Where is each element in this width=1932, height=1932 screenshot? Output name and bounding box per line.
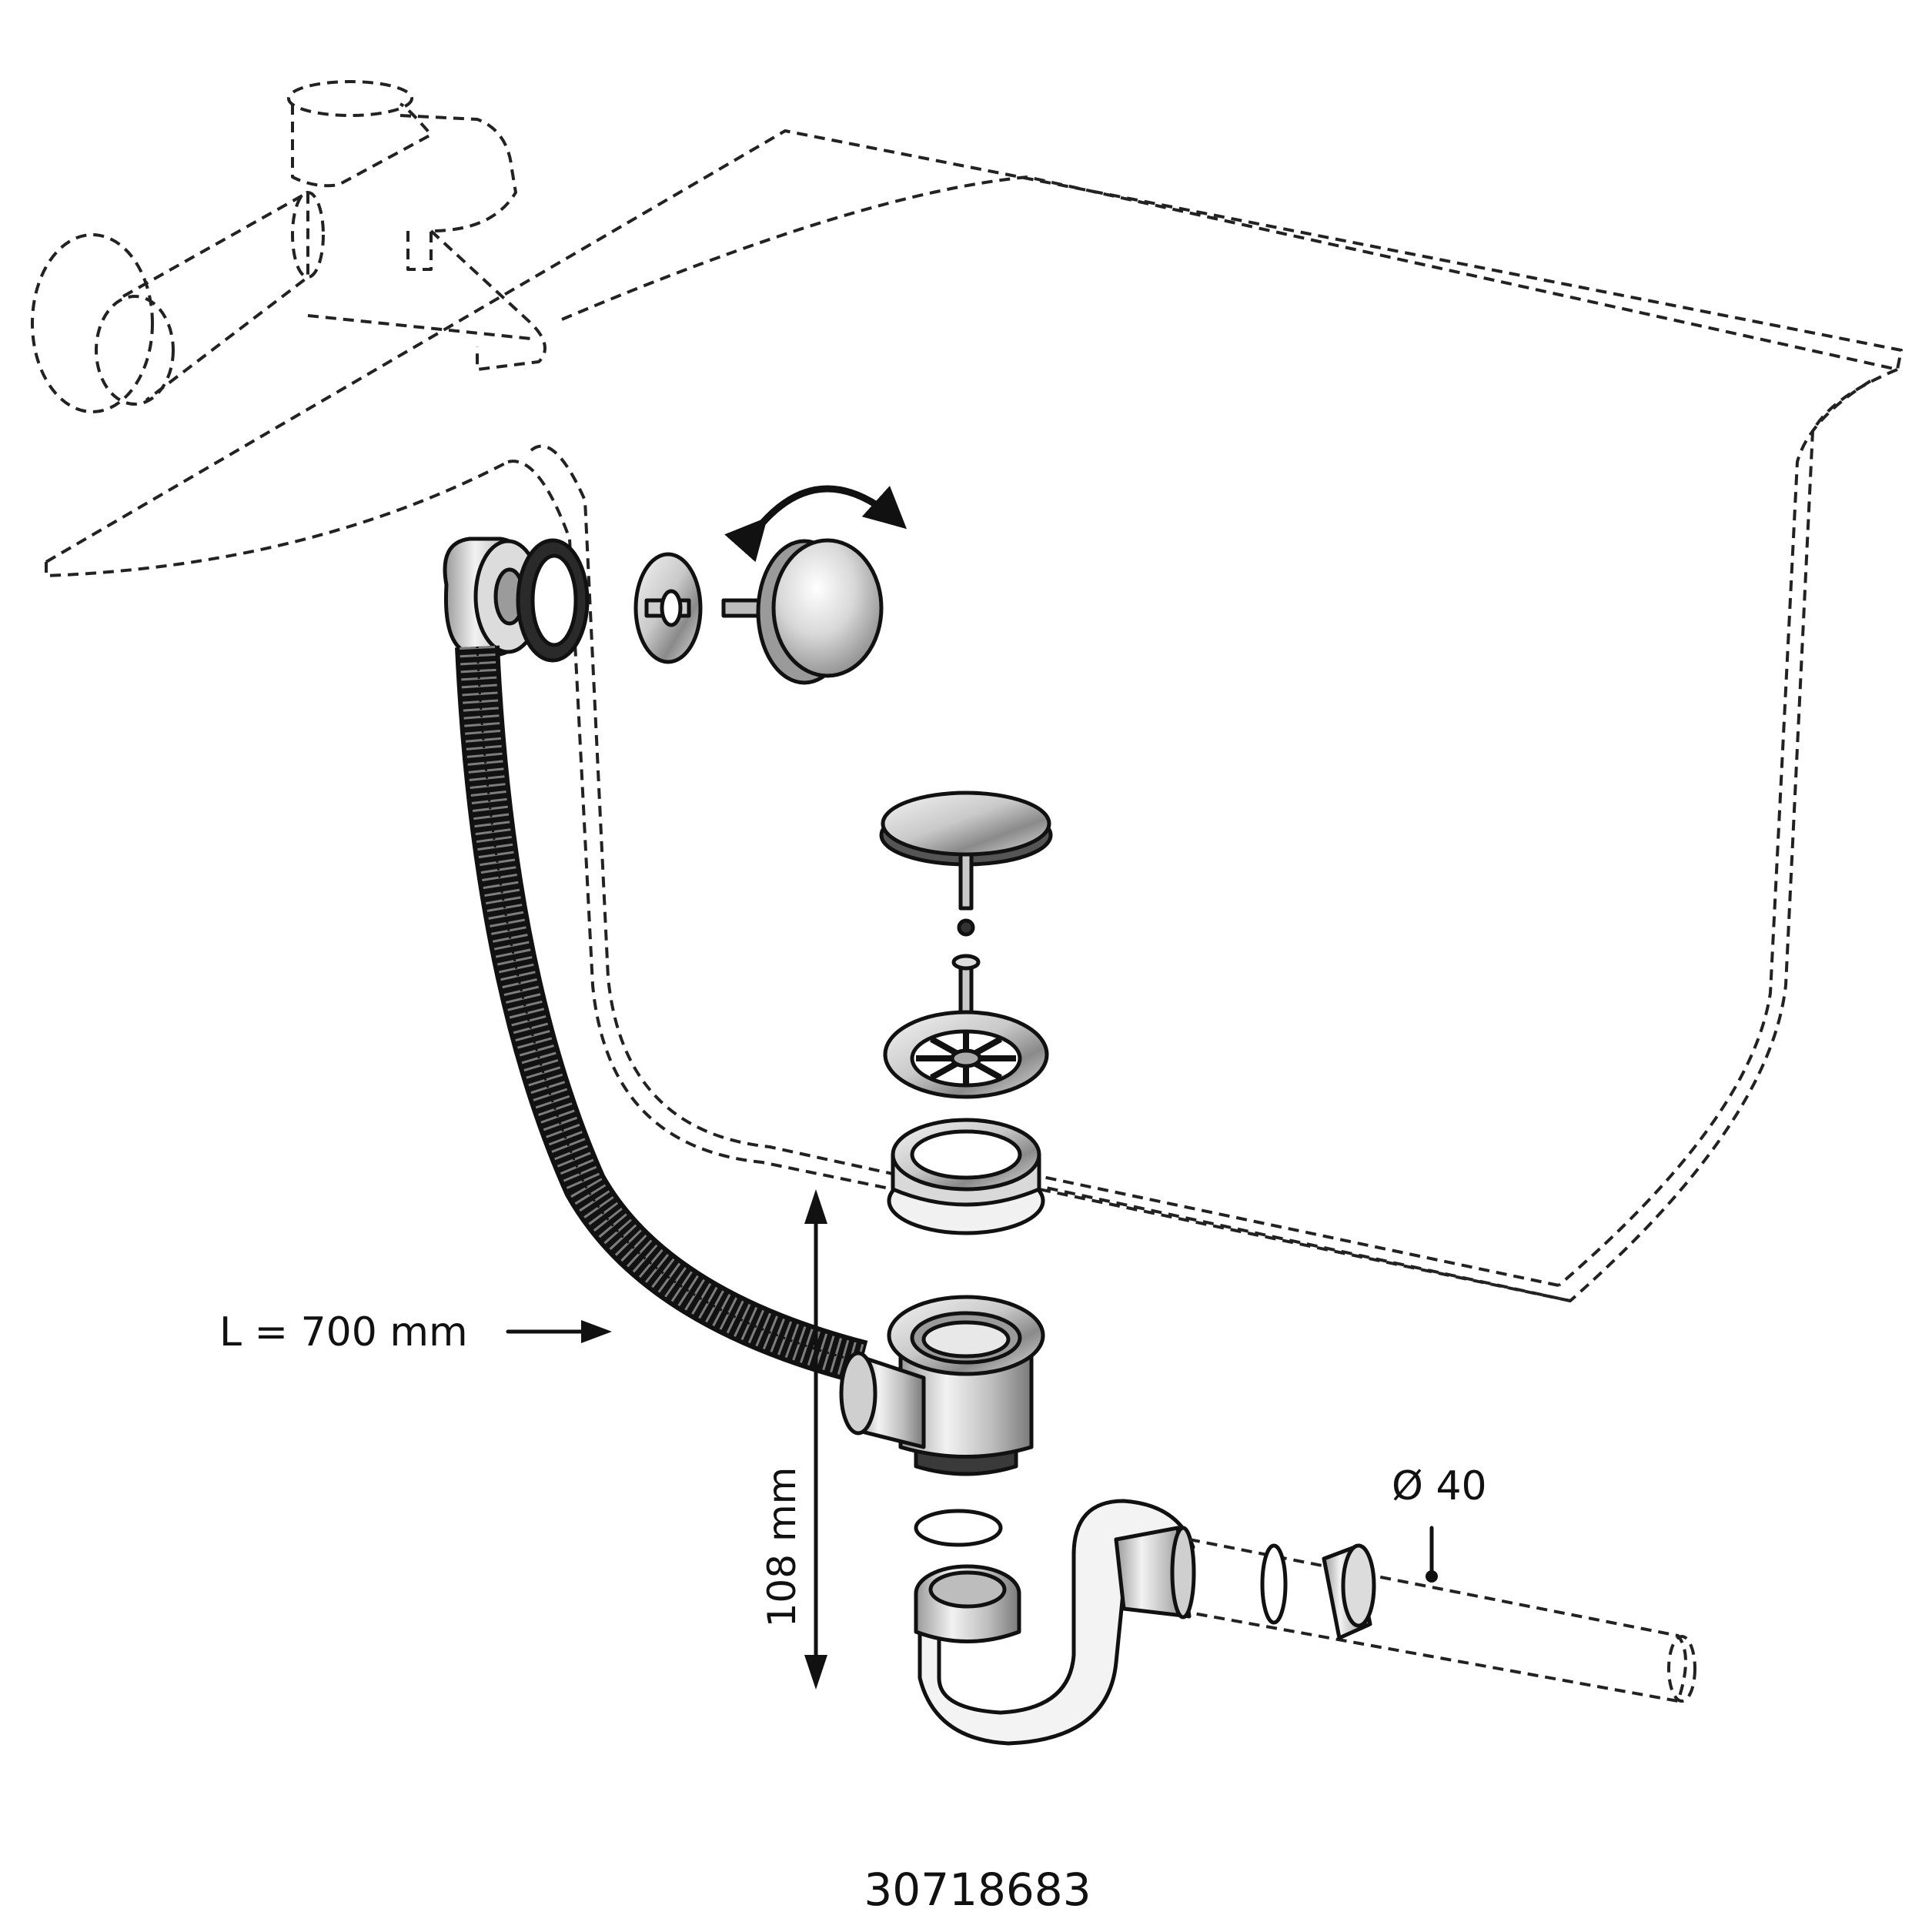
compression-nut bbox=[1322, 1543, 1376, 1640]
hose-length-callout: L = 700 mm bbox=[219, 1309, 612, 1355]
pipe-seal-ring bbox=[1260, 1543, 1288, 1625]
bath-mixer-tap-outline bbox=[31, 80, 547, 413]
overflow-cross-nut bbox=[633, 552, 703, 664]
hose-length-label: L = 700 mm bbox=[219, 1309, 468, 1355]
overflow-cap bbox=[756, 538, 884, 685]
bathtub-outline bbox=[45, 129, 1903, 1302]
flexible-hose bbox=[455, 645, 868, 1385]
waste-body bbox=[839, 1295, 1045, 1476]
outlet-pipe bbox=[1188, 1538, 1696, 1703]
height-dimension: 108 mm bbox=[760, 1189, 827, 1690]
waste-flange bbox=[887, 1118, 1045, 1235]
article-number: 30718683 bbox=[864, 1863, 1091, 1916]
waste-seal-ring bbox=[914, 1509, 1003, 1547]
plug-and-strainer-stack bbox=[879, 791, 1053, 1235]
double-curved-arrow-icon bbox=[724, 485, 908, 563]
height-label: 108 mm bbox=[760, 1467, 804, 1628]
overflow-assembly bbox=[443, 485, 908, 685]
diameter-label: Ø 40 bbox=[1392, 1463, 1487, 1509]
grid-strainer bbox=[883, 954, 1049, 1099]
bottle-trap bbox=[914, 1499, 1196, 1746]
pop-up-plug bbox=[879, 791, 1053, 937]
diameter-callout: Ø 40 bbox=[1392, 1463, 1487, 1583]
